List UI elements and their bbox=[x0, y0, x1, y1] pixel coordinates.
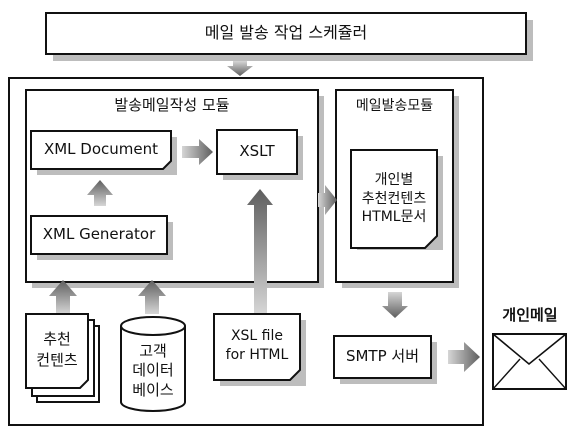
send-to-smtp-arrow bbox=[382, 292, 408, 318]
system-frame bbox=[8, 77, 484, 426]
xslt-box bbox=[216, 129, 298, 175]
xml-document-box bbox=[30, 130, 172, 170]
scheduler-box bbox=[45, 12, 527, 55]
xsl-file-box bbox=[213, 313, 301, 381]
scheduler-label: 메일 발송 작업 스케쥴러 bbox=[204, 23, 368, 43]
xml-generator-box bbox=[30, 215, 168, 255]
xsl-file-label: XSL file for HTML bbox=[225, 328, 289, 363]
customer-db-label: 고객 데이터 베이스 bbox=[132, 341, 174, 399]
personal-doc-label: 개인별 추천컨텐츠 HTML문서 bbox=[361, 171, 427, 226]
personal-mail-label: 개인메일 bbox=[502, 306, 558, 325]
contents-doc-front bbox=[25, 313, 89, 389]
xslfile-to-xslt-arrow bbox=[247, 189, 273, 314]
generator-to-xmldoc-arrow bbox=[87, 180, 113, 206]
scheduler-down-arrow bbox=[227, 61, 253, 76]
xmldoc-to-xslt-arrow bbox=[182, 139, 213, 165]
envelope-flap bbox=[492, 333, 567, 366]
personal-doc-box bbox=[350, 149, 438, 249]
customer-db-cylinder bbox=[120, 326, 186, 412]
smtp-to-mail-arrow bbox=[448, 342, 480, 372]
smtp-label: SMTP 서버 bbox=[345, 347, 420, 366]
envelope-fold-right bbox=[538, 358, 567, 390]
compose-module-title: 발송메일작성 모듈 bbox=[114, 96, 230, 115]
compose-to-send-arrow bbox=[318, 185, 337, 215]
xml-document-label: XML Document bbox=[43, 140, 159, 159]
xml-generator-label: XML Generator bbox=[42, 225, 156, 244]
send-module-title: 메일발송모듈 bbox=[355, 97, 434, 114]
customer-db-top bbox=[120, 316, 186, 336]
contents-up-arrow bbox=[49, 280, 77, 314]
envelope-fold-left bbox=[492, 358, 521, 390]
smtp-box bbox=[333, 335, 432, 379]
xslt-label: XSLT bbox=[239, 142, 275, 161]
recommend-contents-label: 추천 컨텐츠 bbox=[36, 330, 78, 369]
database-up-arrow bbox=[138, 280, 166, 314]
